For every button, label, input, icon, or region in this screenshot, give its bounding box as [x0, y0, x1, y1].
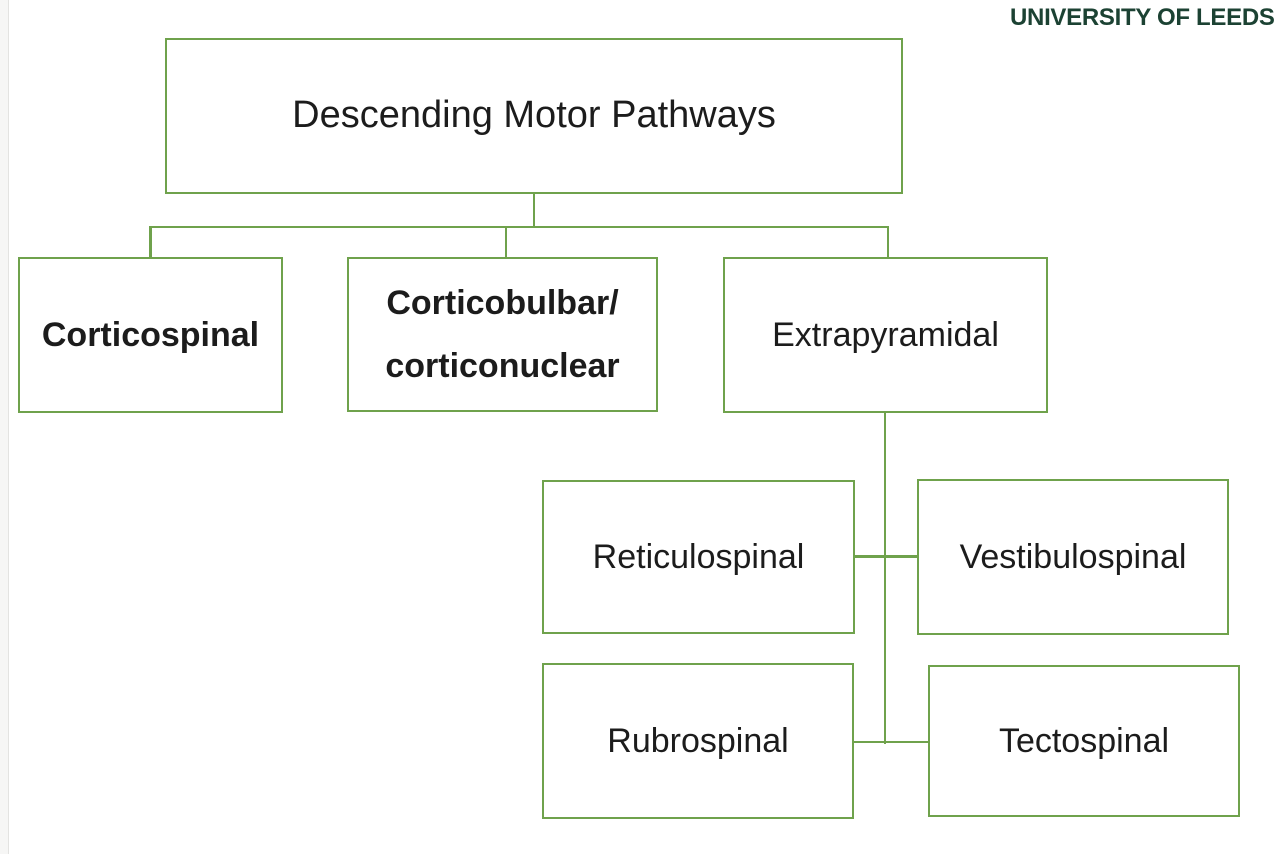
connector-drop-corticospinal — [149, 225, 152, 259]
node-label: Corticobulbar/ corticonuclear — [385, 272, 619, 398]
node-vestibulospinal: Vestibulospinal — [917, 479, 1229, 635]
node-corticobulbar-corticonuclear: Corticobulbar/ corticonuclear — [347, 257, 658, 412]
university-of-leeds-wordmark: UNIVERSITY OF LEEDS — [1010, 4, 1275, 31]
node-label-line2: corticonuclear — [385, 346, 620, 385]
node-tectospinal: Tectospinal — [928, 665, 1240, 817]
connector-horizontal-top — [149, 225, 889, 228]
node-label: Rubrospinal — [607, 721, 789, 760]
node-label: Reticulospinal — [592, 537, 805, 576]
connector-title-stub — [532, 194, 535, 227]
node-label: Extrapyramidal — [772, 315, 999, 354]
connector-reticulo-vestibulo — [854, 555, 918, 558]
node-descending-motor-pathways: Descending Motor Pathways — [165, 38, 903, 194]
connector-extrapyramidal-vertical — [883, 412, 886, 744]
connector-rubro-tecto — [853, 740, 929, 743]
node-corticospinal: Corticospinal — [18, 257, 283, 413]
connector-drop-corticobulbar — [504, 225, 507, 259]
node-rubrospinal: Rubrospinal — [542, 663, 854, 819]
left-edge-strip — [0, 0, 9, 854]
node-extrapyramidal: Extrapyramidal — [723, 257, 1048, 413]
node-label-line1: Corticobulbar/ — [386, 283, 619, 322]
node-label: Tectospinal — [998, 721, 1170, 760]
node-reticulospinal: Reticulospinal — [542, 480, 855, 634]
node-label: Descending Motor Pathways — [292, 94, 776, 137]
node-label: Vestibulospinal — [959, 537, 1187, 576]
node-label: Corticospinal — [41, 315, 260, 354]
connector-drop-extrapyramidal — [886, 225, 889, 259]
